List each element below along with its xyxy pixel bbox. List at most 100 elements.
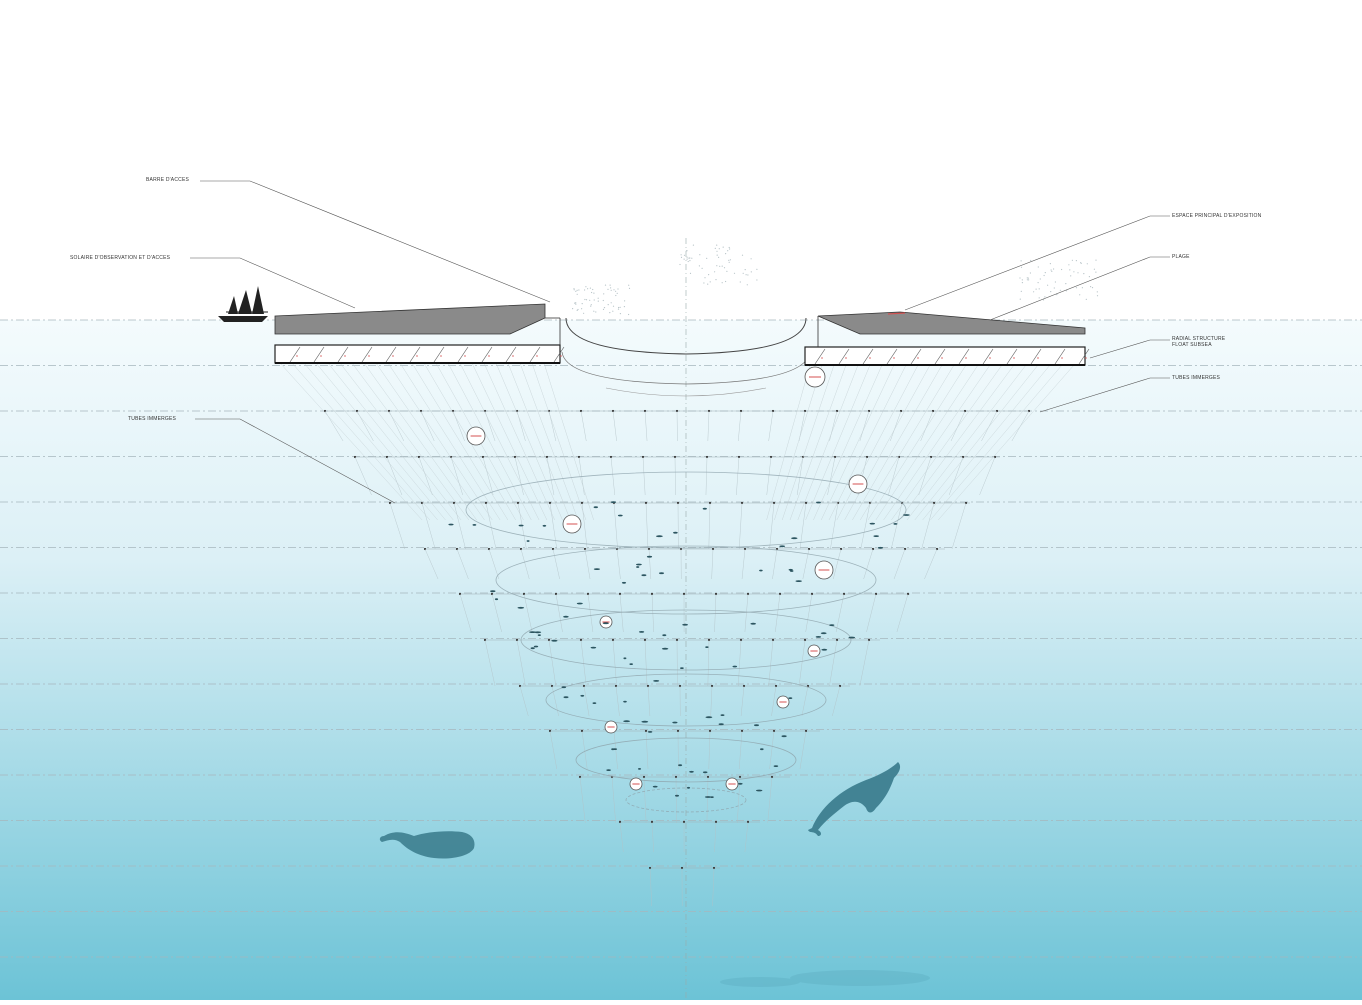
fish [673,532,678,534]
fish [656,535,663,537]
particle [1076,287,1077,288]
particle [585,286,586,287]
particle [605,285,606,286]
particle [747,274,748,275]
particle [699,265,700,266]
particle [717,255,718,256]
fish [577,603,583,605]
fish [518,607,525,609]
particle [707,284,708,285]
fish [641,574,646,576]
particle [604,307,605,308]
particle [715,248,716,249]
fish [613,748,617,750]
particle [1082,287,1083,288]
particle [729,247,730,248]
particle [740,281,741,282]
fish [738,783,743,785]
particle [1027,279,1028,280]
fish [903,514,910,516]
label-beach: PLAGE [1172,254,1190,260]
fish [706,716,713,718]
particle [681,254,682,255]
particle [716,251,717,252]
fish [796,580,802,582]
particle [690,273,691,274]
particle [582,303,583,304]
particle [710,281,711,282]
particle [574,289,575,290]
particle [618,309,619,310]
particle [687,257,688,258]
fish [603,622,609,624]
particle [628,314,629,315]
particle [719,266,720,267]
fish [490,590,495,592]
particle [1043,299,1044,300]
particle [681,257,682,258]
particle [1021,267,1022,268]
particle [718,257,719,258]
particle [1094,269,1095,270]
particle [687,259,688,260]
particle [595,311,596,312]
particle [691,258,692,259]
fish [782,735,787,737]
left-deck [275,345,560,363]
fish [791,537,797,539]
fish [495,598,498,600]
fish [759,570,763,572]
particle [1055,281,1056,282]
fish [789,569,793,571]
particle [1090,286,1091,287]
particle [1086,299,1087,300]
particle [1079,294,1080,295]
particle [686,250,687,251]
particle [1044,275,1045,276]
fish [779,545,785,547]
particle [1038,282,1039,283]
particle [1021,260,1022,261]
fish [594,568,600,570]
fish [878,547,883,549]
particle [714,271,715,272]
fish [672,722,677,724]
particle [624,300,625,301]
fish [893,523,897,525]
fish [543,525,547,527]
particle [603,293,604,294]
particle [1073,271,1074,272]
fish [638,768,641,770]
particle [1027,277,1028,278]
particle [1050,263,1051,264]
particle [719,248,720,249]
particle [1053,268,1054,269]
particle [574,303,575,304]
particle [603,300,604,301]
fish [519,525,524,527]
particle [1051,269,1052,270]
fish [678,764,682,766]
particle [1095,260,1096,261]
particle [706,258,707,259]
particle [1019,277,1020,278]
label-float-subsea: FLOAT SUBSEA [1172,342,1212,348]
particle [726,271,727,272]
particle [1044,296,1045,297]
particle [1033,291,1034,292]
fish [816,502,821,504]
particle [613,289,614,290]
sailing-ship-icon [218,286,268,322]
particle [584,289,585,290]
fish [580,695,584,697]
particle [703,282,704,283]
particle [590,306,591,307]
fish [623,657,626,659]
particle [729,248,730,249]
particle [688,258,689,259]
particle [751,258,752,259]
fish [623,701,627,703]
particle [583,313,584,314]
